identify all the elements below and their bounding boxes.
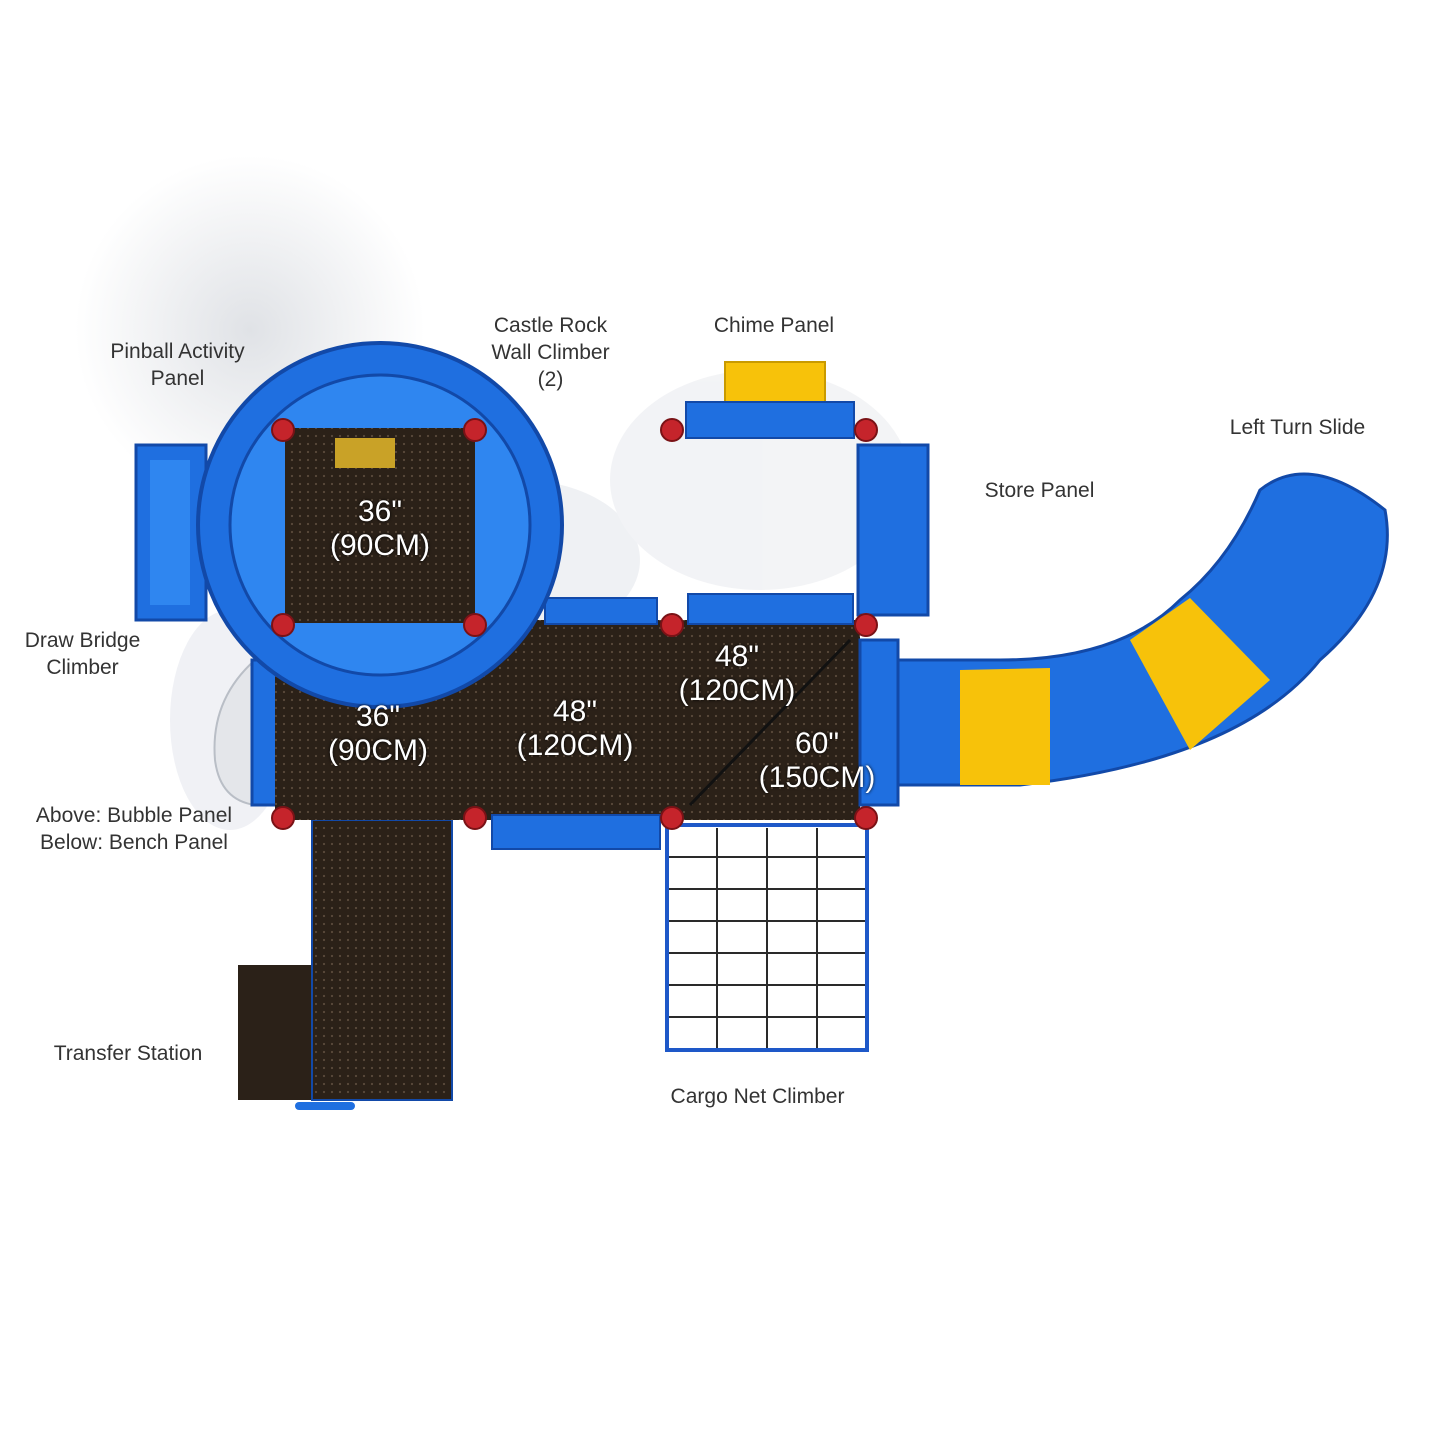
bubble-panel-label: Above: Bubble Panel	[35, 804, 233, 827]
post-cap	[463, 418, 487, 442]
pinball-panel-structure	[134, 443, 208, 622]
left-turn-slide-structure	[896, 472, 1389, 787]
tower-deck-inches: 36"	[357, 495, 403, 528]
transfer-station-structure	[238, 819, 453, 1110]
post-cap	[463, 806, 487, 830]
slide-deck-cm: (150CM)	[758, 761, 876, 794]
lower-left-deck-height: 36" (90CM)	[308, 700, 448, 768]
pinball-label-line2: Panel	[150, 367, 205, 390]
pinball-label-line1: Pinball Activity	[110, 340, 245, 363]
post-cap	[660, 613, 684, 637]
slide-deck-height: 60" (150CM)	[742, 727, 892, 795]
draw-bridge-label-line1: Draw Bridge	[24, 629, 141, 652]
tower-deck-height: 36" (90CM)	[310, 495, 450, 563]
post-cap	[660, 806, 684, 830]
transfer-station-label: Transfer Station	[53, 1042, 203, 1065]
chime-store-structure	[685, 361, 930, 617]
middle-deck-cm: (120CM)	[516, 729, 634, 762]
slide-deck-inches: 60"	[794, 727, 840, 760]
castle-rock-label-line1: Castle Rock	[493, 314, 608, 337]
post-cap	[463, 613, 487, 637]
left-turn-slide-label: Left Turn Slide	[1229, 416, 1366, 439]
tower-deck-cm: (90CM)	[329, 529, 430, 562]
post-cap	[271, 806, 295, 830]
lower-left-deck-cm: (90CM)	[327, 734, 428, 767]
deck-walls	[491, 593, 900, 850]
post-cap	[660, 418, 684, 442]
draw-bridge-label-line2: Climber	[46, 656, 119, 679]
upper-right-deck-height: 48" (120CM)	[662, 640, 812, 708]
lower-left-deck-inches: 36"	[355, 700, 401, 733]
upper-right-deck-cm: (120CM)	[678, 674, 796, 707]
post-cap	[271, 418, 295, 442]
posts-group	[271, 418, 878, 830]
bubble-bench-label: Above: Bubble Panel Below: Bench Panel	[18, 802, 250, 856]
cargo-net-structure	[665, 823, 869, 1052]
pinball-label: Pinball Activity Panel	[100, 338, 255, 392]
castle-rock-label: Castle Rock Wall Climber (2)	[478, 312, 623, 393]
bench-panel-label: Below: Bench Panel	[40, 831, 228, 854]
castle-rock-label-line3: (2)	[537, 368, 564, 391]
post-cap	[271, 613, 295, 637]
chime-label: Chime Panel	[713, 314, 835, 337]
post-cap	[854, 418, 878, 442]
upper-right-deck-inches: 48"	[714, 640, 760, 673]
middle-deck-height: 48" (120CM)	[500, 695, 650, 763]
draw-bridge-label: Draw Bridge Climber	[10, 627, 155, 681]
store-panel-label: Store Panel	[984, 479, 1095, 502]
post-cap	[854, 613, 878, 637]
castle-rock-label-line2: Wall Climber	[491, 341, 610, 364]
middle-deck-inches: 48"	[552, 695, 598, 728]
draw-bridge-structure	[213, 657, 294, 807]
post-cap	[854, 806, 878, 830]
cargo-net-label: Cargo Net Climber	[670, 1085, 845, 1108]
